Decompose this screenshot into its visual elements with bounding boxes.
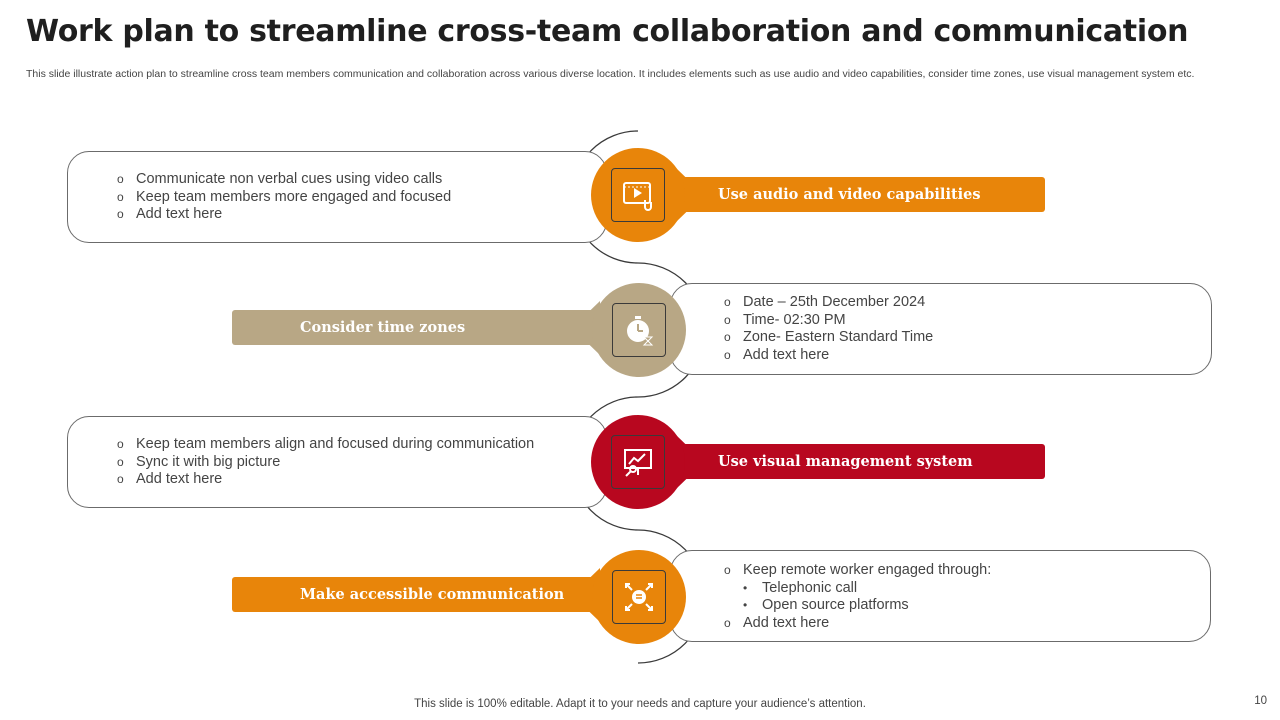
step-4-list: Keep remote worker engaged through: Tele… — [724, 562, 991, 632]
list-item: Open source platforms — [724, 597, 991, 615]
list-item: Zone- Eastern Standard Time — [724, 329, 933, 347]
chat-network-icon — [625, 583, 653, 611]
list-item: Telephonic call — [724, 580, 991, 598]
step-3-icon-frame — [611, 435, 665, 489]
stopwatch-hourglass-icon — [627, 316, 654, 346]
list-item: Add text here — [724, 615, 991, 633]
step-2-label: Consider time zones — [300, 319, 466, 336]
list-item: Communicate non verbal cues using video … — [117, 171, 451, 189]
step-1-label: Use audio and video capabilities — [718, 186, 981, 203]
step-4-label-bar: Make accessible communication — [232, 577, 600, 612]
list-item: Sync it with big picture — [117, 454, 534, 472]
list-item: Keep team members align and focused duri… — [117, 436, 534, 454]
slide-subtitle: This slide illustrate action plan to str… — [26, 68, 1195, 80]
step-1-label-bar: Use audio and video capabilities — [678, 177, 1045, 212]
list-item: Add text here — [117, 471, 534, 489]
step-3-list: Keep team members align and focused duri… — [117, 436, 534, 489]
step-4-icon-frame — [612, 570, 666, 624]
step-1-icon-frame — [611, 168, 665, 222]
list-item: Keep remote worker engaged through: — [724, 562, 991, 580]
list-item: Add text here — [117, 206, 451, 224]
video-player-icon — [623, 182, 652, 211]
step-2-list: Date – 25th December 2024 Time- 02:30 PM… — [724, 294, 933, 364]
step-2-label-bar: Consider time zones — [232, 310, 600, 345]
step-3-label: Use visual management system — [718, 453, 973, 470]
step-1-list: Communicate non verbal cues using video … — [117, 171, 451, 224]
step-4-label: Make accessible communication — [300, 586, 565, 603]
page-number: 10 — [1254, 695, 1267, 707]
list-item: Date – 25th December 2024 — [724, 294, 933, 312]
step-3-label-bar: Use visual management system — [678, 444, 1045, 479]
presentation-board-icon — [624, 449, 652, 477]
list-item: Time- 02:30 PM — [724, 312, 933, 330]
slide-title: Work plan to streamline cross-team colla… — [26, 14, 1189, 49]
slide-footer: This slide is 100% editable. Adapt it to… — [414, 698, 866, 710]
list-item: Keep team members more engaged and focus… — [117, 189, 451, 207]
list-item: Add text here — [724, 347, 933, 365]
step-2-icon-frame — [612, 303, 666, 357]
